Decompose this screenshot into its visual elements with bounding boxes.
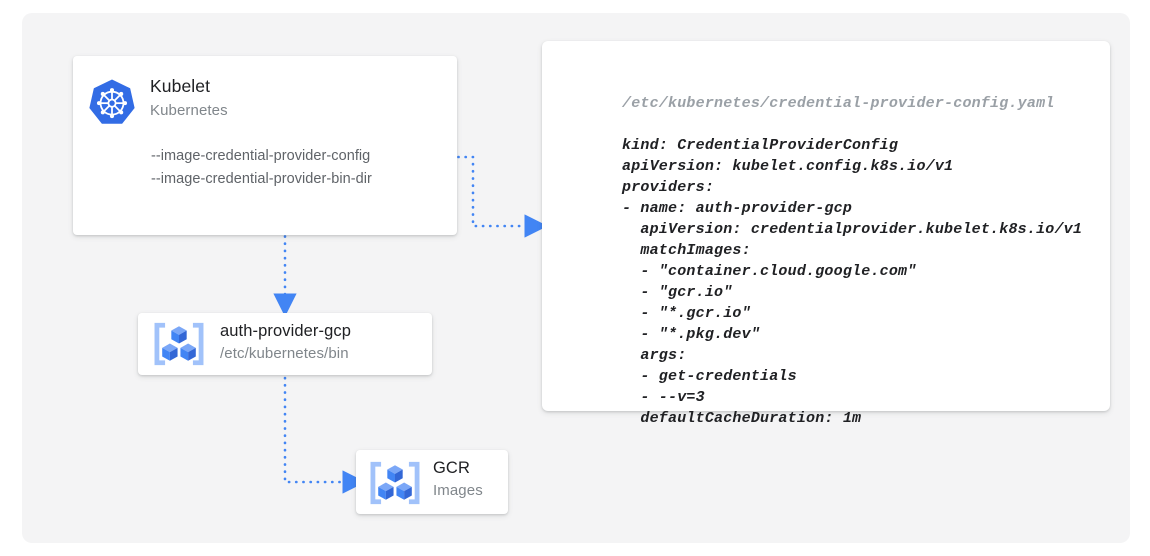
config-yaml-code: kind: CredentialProviderConfig apiVersio… [622,137,1083,427]
credential-provider-config-card[interactable]: /etc/kubernetes/credential-provider-conf… [542,41,1110,427]
auth-provider-title: auth-provider-gcp [220,322,352,340]
gcp-container-registry-icon [154,322,204,366]
auth-provider-gcp-card[interactable]: auth-provider-gcp /etc/kubernetes/bin [138,313,432,375]
kubelet-card[interactable]: Kubelet Kubernetes --image-credential-pr… [73,56,457,235]
auth-provider-subtitle: /etc/kubernetes/bin [220,345,349,362]
gcr-subtitle: Images [433,482,483,499]
kubelet-subtitle: Kubernetes [150,102,228,119]
kubelet-flag-image-credential-provider-config: --image-credential-provider-config [151,148,371,164]
kubelet-title: Kubelet [150,76,211,96]
config-file-path: /etc/kubernetes/credential-provider-conf… [622,95,1055,112]
gcp-container-registry-icon [370,461,420,505]
kubernetes-logo-icon [89,79,135,124]
gcr-card[interactable]: GCR Images [356,450,508,514]
kubelet-flag-image-credential-provider-bin-dir: --image-credential-provider-bin-dir [151,171,372,187]
gcr-title: GCR [433,459,470,477]
